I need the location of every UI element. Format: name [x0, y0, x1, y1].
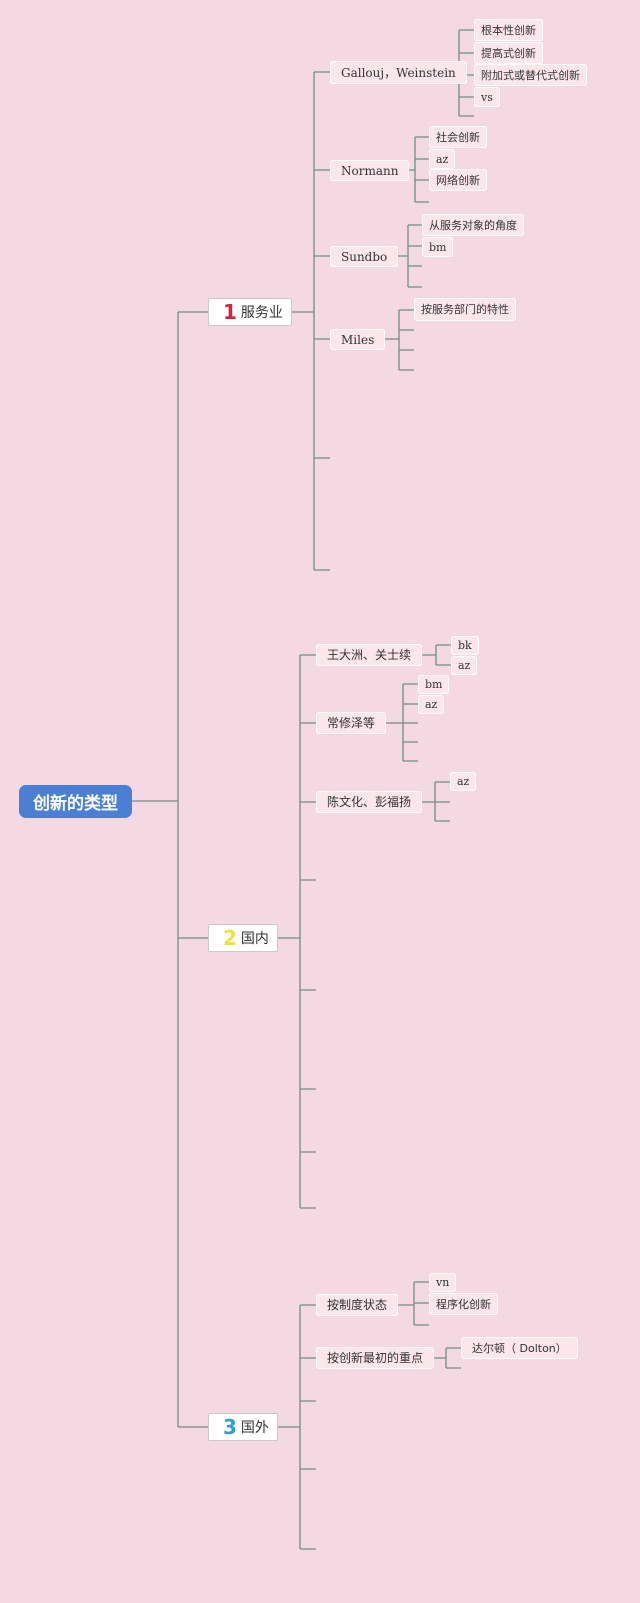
topic-chang[interactable]: 常修泽等: [316, 712, 387, 734]
leaf-chen-1[interactable]: az: [450, 772, 477, 791]
leaf-normann-3[interactable]: 网络创新: [429, 169, 487, 191]
topic-gallouj[interactable]: Gallouj，Weinstein: [330, 61, 467, 84]
topic-miles[interactable]: Miles: [330, 329, 386, 350]
leaf-zhidu-1[interactable]: vn: [429, 1273, 457, 1292]
number-1-icon: 1: [223, 300, 237, 324]
leaf-chang-1[interactable]: bm: [418, 675, 450, 694]
leaf-zhidu-2[interactable]: 程序化创新: [429, 1293, 498, 1315]
leaf-gallouj-2[interactable]: 提高式创新: [474, 42, 543, 64]
topic-sundbo[interactable]: Sundbo: [330, 246, 399, 267]
leaf-zhongdian-1[interactable]: 达尔顿（ Dolton）: [461, 1337, 578, 1359]
leaf-miles-1[interactable]: 按服务部门的特性: [414, 298, 516, 321]
leaf-gallouj-1[interactable]: 根本性创新: [474, 19, 543, 41]
branch-foreign[interactable]: 3 国外: [208, 1413, 278, 1441]
leaf-chang-2[interactable]: az: [418, 695, 445, 714]
leaf-gallouj-3[interactable]: 附加式或替代式创新: [474, 64, 587, 86]
topic-chen[interactable]: 陈文化、彭福扬: [316, 791, 423, 813]
branch-label: 国内: [240, 931, 269, 947]
leaf-wang-1[interactable]: bk: [451, 636, 479, 655]
branch-label: 服务业: [240, 305, 283, 321]
leaf-gallouj-4[interactable]: vs: [474, 87, 500, 107]
number-3-icon: 3: [223, 1415, 237, 1439]
leaf-normann-2[interactable]: az: [429, 149, 456, 169]
leaf-normann-1[interactable]: 社会创新: [429, 126, 487, 148]
topic-zhongdian[interactable]: 按创新最初的重点: [316, 1347, 435, 1369]
topic-zhidu[interactable]: 按制度状态: [316, 1294, 399, 1316]
topic-normann[interactable]: Normann: [330, 160, 410, 181]
topic-wang[interactable]: 王大洲、关士续: [316, 644, 423, 666]
branch-label: 国外: [240, 1420, 269, 1436]
leaf-wang-2[interactable]: az: [451, 656, 478, 675]
number-2-icon: 2: [223, 926, 237, 950]
branch-service[interactable]: 1 服务业: [208, 298, 292, 326]
branch-domestic[interactable]: 2 国内: [208, 924, 278, 952]
leaf-sundbo-2[interactable]: bm: [422, 237, 454, 257]
leaf-sundbo-1[interactable]: 从服务对象的角度: [422, 214, 524, 236]
root-topic[interactable]: 创新的类型: [19, 785, 132, 818]
